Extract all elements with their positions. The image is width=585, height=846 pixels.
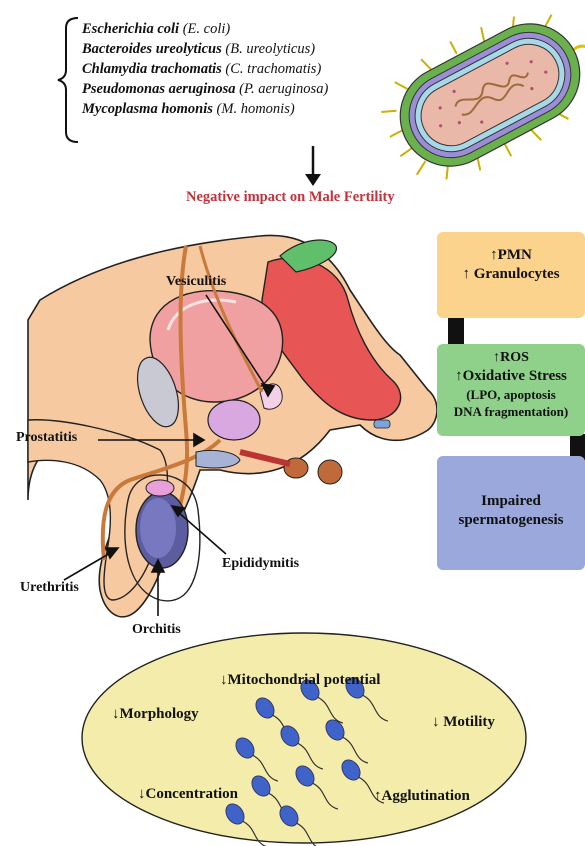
label-prostatitis: Prostatitis xyxy=(16,430,77,446)
label-epididymitis: Epididymitis xyxy=(222,556,299,572)
species-list: Escherichia coli (E. coli) Bacteroides u… xyxy=(82,19,328,119)
species-item: Escherichia coli (E. coli) xyxy=(82,19,328,39)
effect-concentration: ↓Concentration xyxy=(138,786,238,803)
label-vesiculitis: Vesiculitis xyxy=(166,274,226,290)
effect-morphology: ↓Morphology xyxy=(112,706,199,723)
cascade-box-pmn: ↑PMN ↑ Granulocytes xyxy=(437,232,585,318)
box-line: (LPO, apoptosis xyxy=(437,386,585,403)
box-line: Impaired xyxy=(437,492,585,511)
cascade-box-spermatogenesis: Impaired spermatogenesis xyxy=(437,456,585,570)
down-arrow-icon xyxy=(305,174,321,186)
species-bracket xyxy=(58,18,78,142)
bacterium-icon xyxy=(364,0,585,230)
box-line: spermatogenesis xyxy=(437,511,585,530)
box-line: ↑PMN xyxy=(437,246,585,265)
box-line: ↑Oxidative Stress xyxy=(437,367,585,386)
effect-motility: ↓ Motility xyxy=(432,714,495,731)
label-orchitis: Orchitis xyxy=(132,622,181,638)
species-item: Chlamydia trachomatis (C. trachomatis) xyxy=(82,59,328,79)
effect-mitochondrial: ↓Mitochondrial potential xyxy=(220,672,380,689)
species-item: Pseudomonas aeruginosa (P. aeruginosa) xyxy=(82,79,328,99)
effect-agglutination: ↑Agglutination xyxy=(374,788,470,805)
box-line: ↑ROS xyxy=(437,348,585,367)
species-item: Bacteroides ureolyticus (B. ureolyticus) xyxy=(82,39,328,59)
cascade-box-ros: ↑ROS ↑Oxidative Stress (LPO, apoptosis D… xyxy=(437,344,585,436)
impact-title: Negative impact on Male Fertility xyxy=(186,189,395,206)
label-urethritis: Urethritis xyxy=(20,580,79,596)
box-line: DNA fragmentation) xyxy=(437,403,585,420)
species-item: Mycoplasma homonis (M. homonis) xyxy=(82,99,328,119)
sperm-effects-oval xyxy=(82,633,526,843)
box-line: ↑ Granulocytes xyxy=(437,265,585,284)
